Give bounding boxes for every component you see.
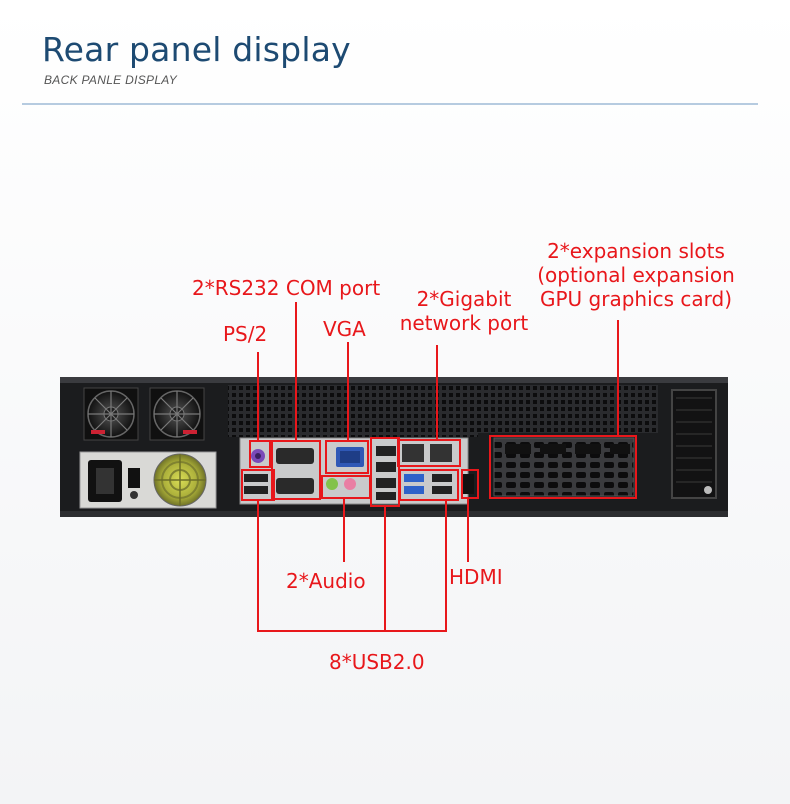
power-supply [79, 451, 217, 509]
audio-label: 2*Audio [286, 569, 366, 593]
usb-label: 8*USB2.0 [329, 650, 425, 674]
expansion-slots-label: 2*expansion slots (optional expansion GP… [520, 239, 752, 311]
page-title: Rear panel display [42, 30, 351, 69]
expansion-label-line-2: (optional expansion [537, 263, 735, 287]
gigabit-label-line-1: 2*Gigabit [416, 287, 512, 311]
page-subtitle: BACK PANLE DISPLAY [44, 73, 178, 87]
gigabit-label: 2*Gigabit network port [388, 287, 540, 335]
vga-label: VGA [323, 317, 366, 341]
hdmi-label: HDMI [449, 565, 503, 589]
gigabit-label-line-2: network port [399, 311, 529, 335]
com-port-label: 2*RS232 COM port [192, 276, 381, 300]
header-divider [22, 103, 758, 105]
ps2-label: PS/2 [223, 322, 268, 346]
expansion-label-line-1: 2*expansion slots [547, 239, 725, 263]
callout-lines [241, 302, 637, 632]
expansion-label-line-3: GPU graphics card) [539, 287, 733, 311]
fan-icon [83, 387, 139, 441]
fan-icon [149, 387, 205, 441]
expansion-slots [493, 437, 635, 497]
